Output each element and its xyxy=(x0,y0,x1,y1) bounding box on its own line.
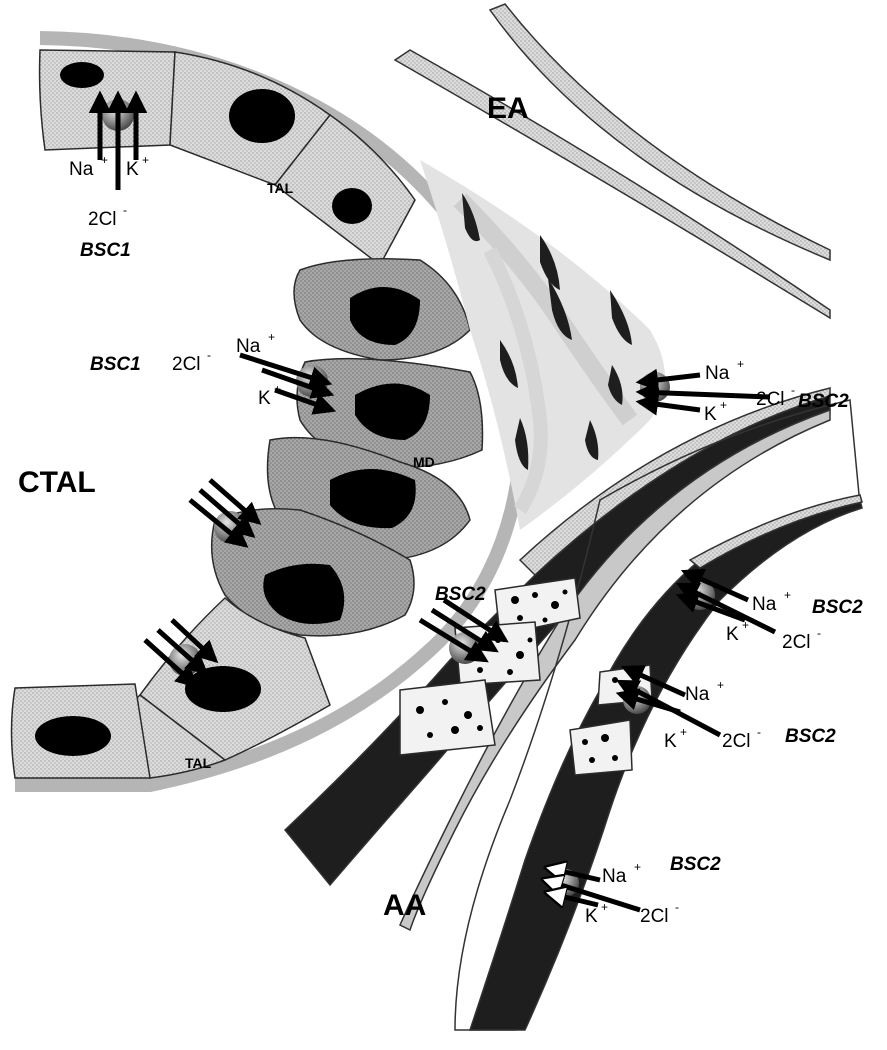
ion-label-na: Na + xyxy=(69,153,108,180)
svg-text:K: K xyxy=(126,159,139,180)
svg-text:Na: Na xyxy=(236,336,261,357)
ion-label-k: K + xyxy=(664,725,687,752)
label-ctal: CTAL xyxy=(18,466,96,499)
svg-text:-: - xyxy=(791,383,795,397)
transporter-label-bsc2: BSC2 xyxy=(670,854,721,875)
svg-text:Na: Na xyxy=(602,866,627,887)
label-aa: AA xyxy=(383,889,426,922)
svg-text:2Cl: 2Cl xyxy=(172,354,201,375)
ion-label-na: Na + xyxy=(752,588,791,615)
ion-label-cl: 2Cl - xyxy=(722,725,761,752)
svg-text:Na: Na xyxy=(69,159,94,180)
svg-text:+: + xyxy=(268,330,275,344)
ion-label-cl: 2Cl - xyxy=(782,626,821,653)
label-ea: EA xyxy=(487,92,529,125)
svg-text:+: + xyxy=(784,588,791,602)
transporter-label-bsc1: BSC1 xyxy=(90,354,141,375)
label-tal-bottom: TAL xyxy=(185,755,212,771)
ion-label-cl: 2Cl - xyxy=(640,900,679,927)
svg-text:-: - xyxy=(675,900,679,914)
svg-text:+: + xyxy=(680,725,687,739)
svg-text:2Cl: 2Cl xyxy=(88,209,117,230)
svg-text:+: + xyxy=(737,357,744,371)
ion-label-k: K + xyxy=(258,382,281,409)
transporter-bsc1 xyxy=(169,644,201,676)
svg-text:K: K xyxy=(726,624,739,645)
svg-text:+: + xyxy=(274,382,281,396)
svg-text:K: K xyxy=(258,388,271,409)
nucleus xyxy=(229,89,295,143)
svg-text:K: K xyxy=(704,404,717,425)
transporter-label-bsc2: BSC2 xyxy=(435,584,486,605)
svg-text:+: + xyxy=(142,153,149,167)
svg-text:K: K xyxy=(664,731,677,752)
md-cells xyxy=(212,259,483,636)
svg-text:+: + xyxy=(601,900,608,914)
nucleus xyxy=(185,666,261,712)
svg-text:2Cl: 2Cl xyxy=(782,632,811,653)
svg-text:2Cl: 2Cl xyxy=(756,389,785,410)
transporter-bsc2 xyxy=(640,372,670,402)
granular-cell xyxy=(570,720,632,775)
svg-text:+: + xyxy=(101,153,108,167)
granular-cell xyxy=(400,680,495,755)
nucleus xyxy=(35,716,111,756)
ion-label-k: K + xyxy=(726,618,749,645)
label-md: MD xyxy=(413,454,435,470)
svg-text:+: + xyxy=(742,618,749,632)
label-tal-top: TAL xyxy=(267,180,294,196)
svg-text:+: + xyxy=(720,398,727,412)
svg-text:-: - xyxy=(123,203,127,217)
transporter-label-bsc2: BSC2 xyxy=(785,726,836,747)
ion-label-na: Na + xyxy=(602,860,641,887)
svg-text:-: - xyxy=(757,725,761,739)
svg-text:-: - xyxy=(817,626,821,640)
ion-label-cl: 2Cl - xyxy=(88,203,127,230)
svg-text:2Cl: 2Cl xyxy=(640,906,669,927)
nucleus xyxy=(332,188,372,224)
tal-cell-1 xyxy=(40,50,175,150)
mesangial-region xyxy=(420,160,665,530)
svg-text:Na: Na xyxy=(705,363,730,384)
ion-label-k: K + xyxy=(704,398,727,425)
nucleus xyxy=(60,62,104,88)
svg-text:+: + xyxy=(717,678,724,692)
svg-text:+: + xyxy=(634,860,641,874)
ion-label-na: Na + xyxy=(236,330,275,357)
transporter-label-bsc2: BSC2 xyxy=(798,391,849,412)
svg-text:-: - xyxy=(207,348,211,362)
ion-label-cl: 2Cl - xyxy=(172,348,211,375)
aa-smooth-muscle-right xyxy=(470,500,862,1030)
transporter-label-bsc2: BSC2 xyxy=(812,597,863,618)
ion-label-na: Na + xyxy=(685,678,724,705)
transporter-label-bsc1: BSC1 xyxy=(80,240,131,261)
ion-label-na: Na + xyxy=(705,357,744,384)
svg-text:K: K xyxy=(585,906,598,927)
svg-text:Na: Na xyxy=(685,684,710,705)
svg-text:Na: Na xyxy=(752,594,777,615)
svg-text:2Cl: 2Cl xyxy=(722,731,751,752)
